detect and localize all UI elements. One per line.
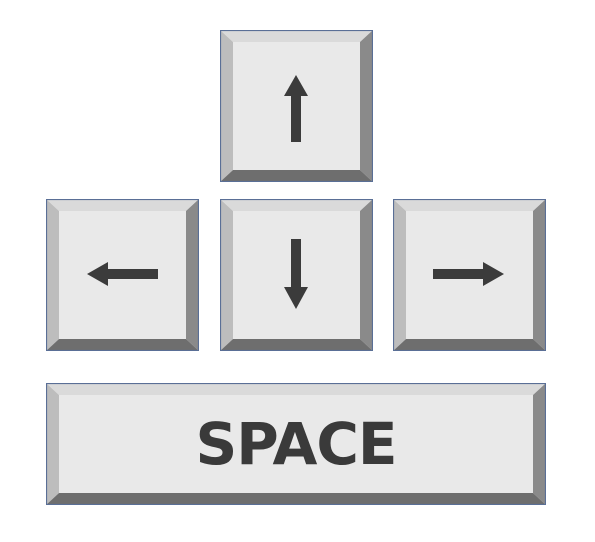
- arrow-up-icon: [284, 75, 308, 142]
- arrow-right-icon: [433, 262, 504, 286]
- right-arrow-key[interactable]: [393, 199, 546, 351]
- space-key[interactable]: SPACE: [46, 383, 546, 505]
- arrow-down-icon: [284, 239, 308, 309]
- up-arrow-key[interactable]: [220, 30, 373, 182]
- left-arrow-key[interactable]: [46, 199, 199, 351]
- down-arrow-key[interactable]: [220, 199, 373, 351]
- arrow-left-icon: [87, 262, 158, 286]
